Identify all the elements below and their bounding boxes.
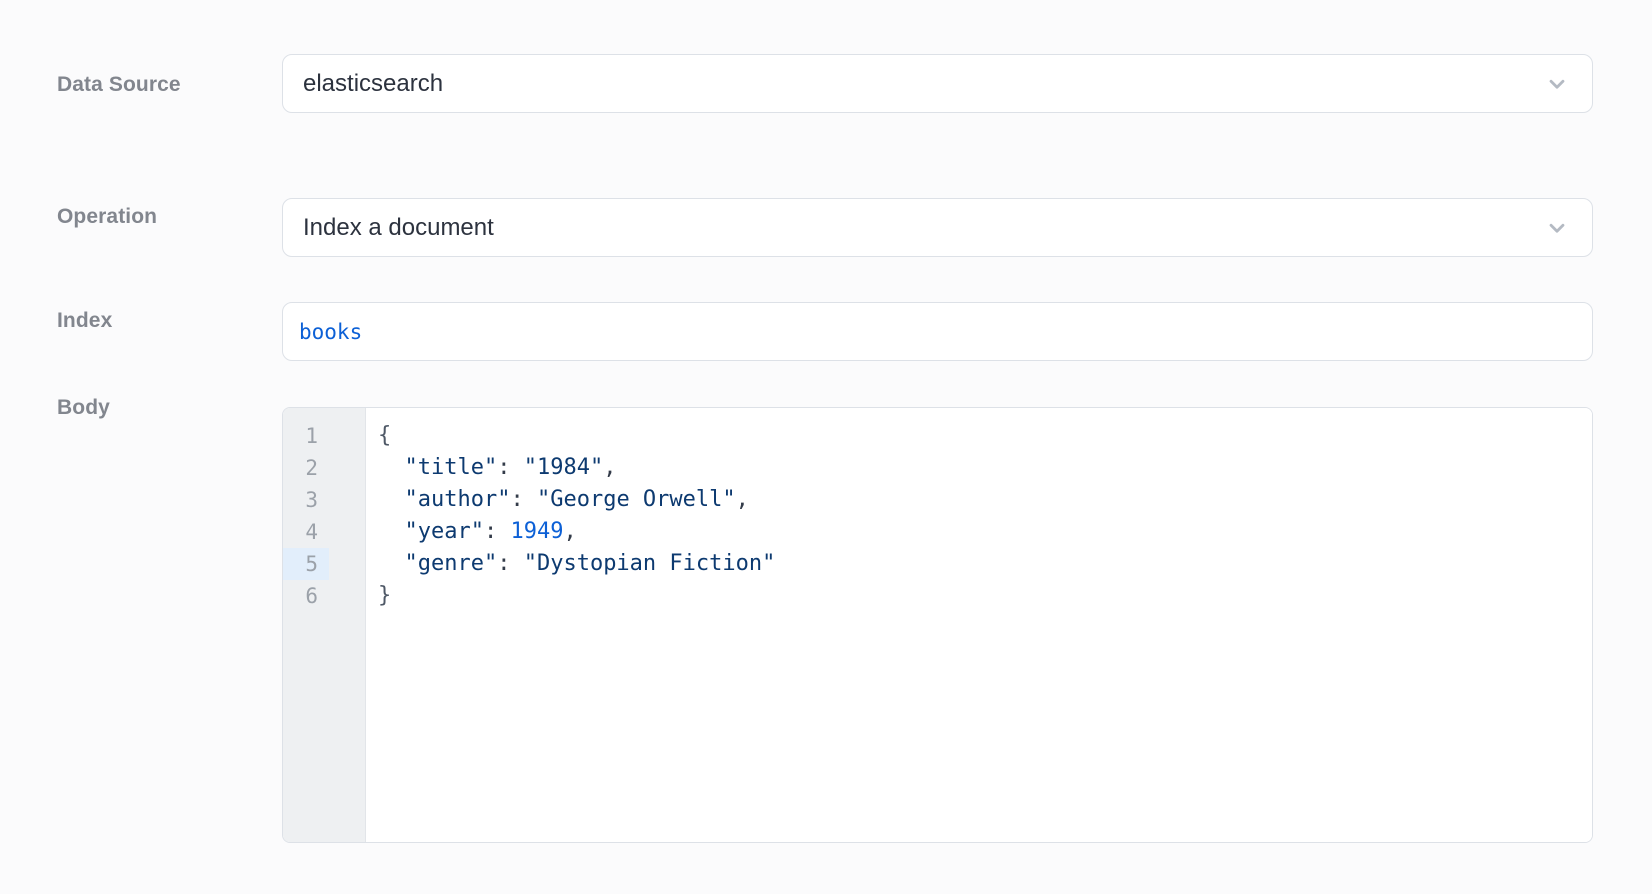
index-field (282, 302, 1593, 361)
line-number: 2 (305, 456, 318, 480)
chevron-down-icon (1549, 79, 1565, 89)
line-number: 3 (305, 488, 318, 512)
operation-label: Operation (57, 205, 158, 228)
line-number: 5 (283, 548, 329, 580)
code-line: "title": "1984", (404, 455, 617, 480)
editor-gutter: 1 2 3 4 5 6 (283, 408, 366, 842)
data-source-select[interactable]: elasticsearch (282, 54, 1593, 113)
line-number: 6 (305, 584, 318, 608)
body-code-editor[interactable]: 1 2 3 4 5 6 { "title": "1984", "author": "Geo… (282, 407, 1593, 843)
line-number: 1 (305, 424, 318, 448)
code-line: "genre": "Dystopian Fiction" (404, 551, 776, 576)
chevron-down-icon (1549, 223, 1565, 233)
code-line: } (378, 583, 392, 608)
operation-select[interactable]: Index a document (282, 198, 1593, 257)
line-number: 4 (305, 520, 318, 544)
data-source-value: elasticsearch (303, 69, 444, 97)
code-line: "year": 1949, (404, 519, 577, 544)
body-label: Body (57, 396, 110, 419)
code-line: "author": "George Orwell", (404, 487, 749, 512)
code-line: { (378, 423, 392, 448)
index-label: Index (57, 309, 113, 332)
editor-code[interactable]: { "title": "1984", "author": "George Orw… (366, 408, 1592, 842)
data-source-label: Data Source (57, 73, 181, 96)
index-input[interactable] (283, 303, 1592, 360)
operation-value: Index a document (303, 213, 494, 241)
